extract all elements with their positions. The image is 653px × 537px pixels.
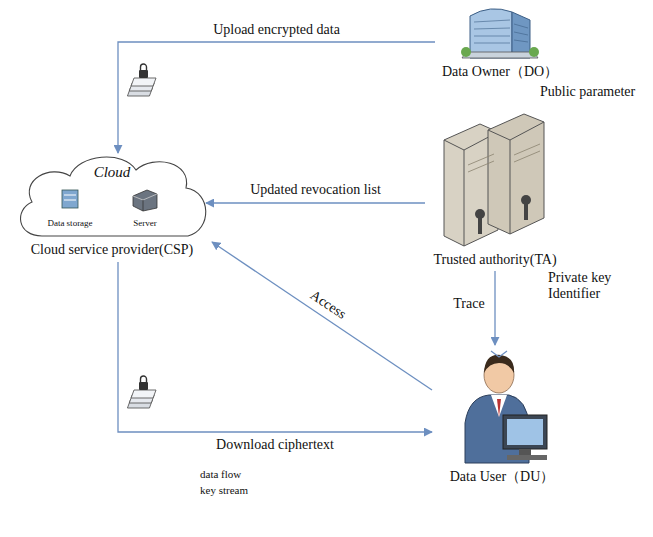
icon-node: Server (120, 188, 170, 228)
node-label: Data User（DU） (450, 469, 555, 485)
node-icon (447, 345, 557, 469)
node-icon (460, 2, 540, 64)
edge-label: Access (305, 286, 350, 324)
flow-arrow (118, 262, 432, 432)
node-icon (440, 110, 550, 254)
icon-node: Data Owner（DO） (435, 0, 565, 84)
annotation-label: data flow (200, 468, 241, 481)
icon-node: Data storage (40, 188, 100, 228)
node-label: Data Owner（DO） (442, 64, 558, 80)
flow-arrow (118, 42, 435, 153)
encrypted-file-icon (127, 376, 156, 408)
node-label: Trusted authority(TA) (433, 252, 556, 268)
flow-arrow (494, 271, 495, 345)
flow-arrow (206, 202, 425, 203)
cloud-node: CloudCloud service provider(CSP) Data sto… (12, 150, 212, 260)
icon-node: Data User（DU） (432, 345, 572, 503)
edge-label: Upload encrypted data (211, 22, 342, 38)
node-icon (59, 188, 81, 214)
node-label: Data storage (47, 218, 92, 228)
icon-node: Trusted authority(TA) (425, 110, 565, 270)
edge-label: Download ciphertext (214, 437, 336, 453)
annotation-label: Public parameter (540, 84, 635, 100)
edge-label: Trace (451, 296, 486, 312)
edge-label: Updated revocation list (248, 182, 383, 198)
node-label: Cloud (94, 164, 131, 180)
annotation-label: Private key Identifier (548, 270, 626, 302)
node-icon (130, 188, 160, 216)
encrypted-file-icon (127, 64, 156, 96)
flow-arrow (212, 242, 432, 390)
node-label: Server (133, 218, 157, 228)
node-label: Cloud service provider(CSP) (31, 242, 194, 258)
annotation-label: key stream (200, 484, 248, 497)
